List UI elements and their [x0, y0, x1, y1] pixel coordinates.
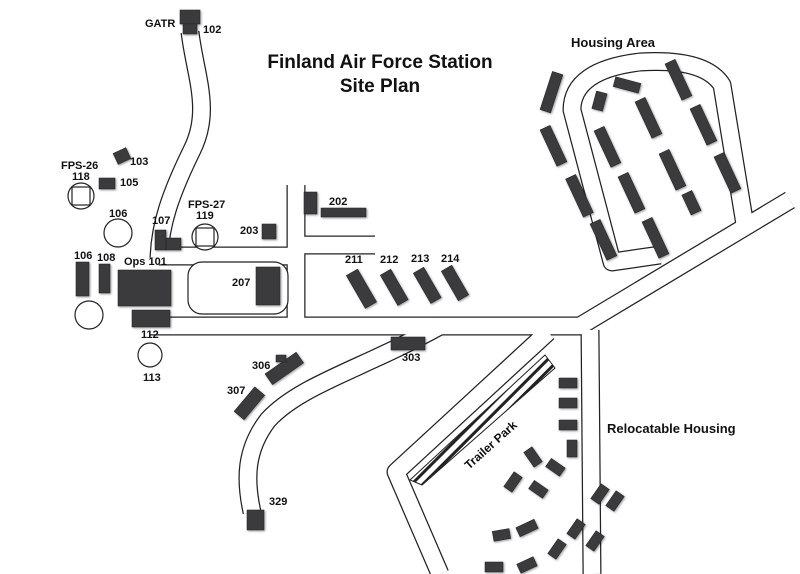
label-207: 207: [232, 277, 251, 289]
circular-sites: [67, 182, 219, 368]
label-106-circle: 106: [109, 208, 128, 220]
label-212: 212: [380, 254, 399, 266]
label-ops-101: Ops 101: [124, 256, 167, 268]
label-303: 303: [402, 352, 421, 364]
label-112: 112: [141, 329, 159, 341]
label-306: 306: [252, 360, 271, 372]
buildings: [75, 9, 742, 574]
label-307: 307: [227, 385, 246, 397]
label-108: 108: [97, 252, 116, 264]
title-line-1: Finland Air Force Station: [267, 52, 493, 73]
label-329: 329: [269, 496, 288, 508]
label-fps-26: FPS-26: [61, 160, 99, 172]
label-119: 119: [196, 210, 214, 222]
relocatable-housing-label: Relocatable Housing: [607, 421, 736, 436]
label-214: 214: [441, 253, 460, 265]
label-106: 106: [74, 250, 93, 262]
label-202: 202: [329, 196, 348, 208]
label-213: 213: [411, 253, 430, 265]
label-105: 105: [120, 177, 139, 189]
label-103: 103: [130, 156, 149, 168]
label-113: 113: [143, 372, 161, 384]
label-fps-27: FPS-27: [188, 199, 226, 211]
label-203: 203: [240, 225, 259, 237]
housing-area-label: Housing Area: [571, 35, 656, 50]
label-102: 102: [203, 24, 222, 36]
label-211: 211: [345, 254, 363, 266]
label-107: 107: [152, 215, 171, 227]
title-line-2: Site Plan: [339, 76, 421, 97]
label-118: 118: [72, 171, 90, 183]
trailer-park-area: [409, 354, 556, 486]
roads: [149, 30, 795, 574]
label-gatr: GATR: [145, 18, 176, 30]
